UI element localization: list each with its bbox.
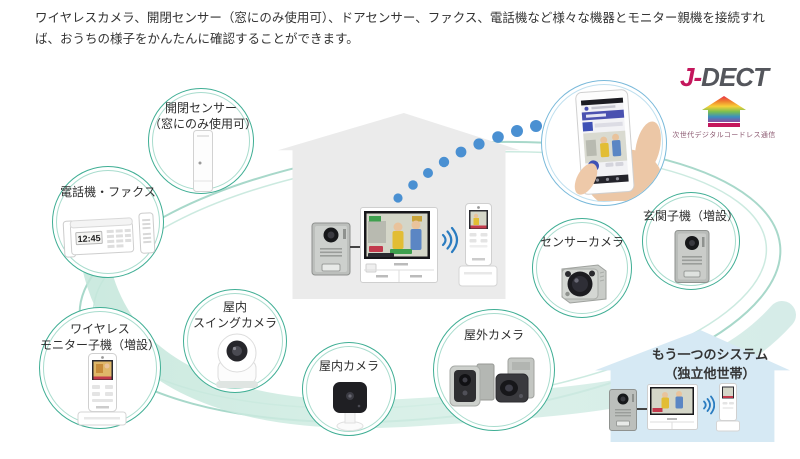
bubble-smartphone (541, 80, 667, 206)
other-monitor-image (647, 384, 698, 430)
indoor-camera-image (333, 382, 367, 431)
other-wifi-icon (703, 395, 715, 415)
indoor-camera-label: 屋内カメラ (318, 359, 379, 373)
main-door-station-image (311, 222, 351, 276)
other-cable (637, 408, 647, 410)
bubble-wireless-monitor: ワイヤレス モニター子機（増設） (39, 307, 161, 429)
entrance-station-image (674, 230, 710, 283)
wireless-monitor-label: ワイヤレス モニター子機（増設） (40, 322, 161, 352)
bubble-open-close-sensor: 開閉センサー （窓にのみ使用可） (148, 88, 258, 194)
main-handset-image (458, 203, 498, 287)
phone-fax-image: 12:45 (62, 212, 156, 258)
sensor-camera-image (561, 264, 607, 304)
indoor-swing-camera-image (216, 333, 258, 388)
main-monitor-image (360, 207, 438, 283)
fax-display: 12:45 (77, 233, 101, 244)
wireless-monitor-image (77, 353, 127, 426)
jdect-logo-caption: 次世代デジタルコードレス通信 (672, 132, 776, 139)
indoor-swing-camera-label: 屋内 スイングカメラ (192, 300, 277, 330)
wifi-waves-icon (441, 226, 459, 254)
jdect-logo-j: J- (680, 62, 702, 92)
outdoor-camera-label: 屋外カメラ (463, 328, 524, 342)
open-close-sensor-image (193, 130, 213, 192)
outdoor-camera-image (449, 357, 535, 407)
bubble-outdoor-camera: 屋外カメラ (433, 309, 555, 431)
door-station-cable (350, 246, 364, 248)
other-handset-image (716, 383, 740, 432)
bubble-indoor-camera: 屋内カメラ (302, 342, 396, 436)
description-text: ワイヤレスカメラ、開閉センサー（窓にのみ使用可）、ドアセンサー、ファクス、電話機… (35, 11, 765, 47)
jdect-logo-text: J-DECT (664, 64, 784, 90)
open-close-sensor-label: 開閉センサー （窓にのみ使用可） (149, 101, 258, 131)
smartphone-in-hand-image (574, 89, 662, 201)
jdect-rainbow-house-icon (702, 96, 746, 127)
bubble-entrance-station: 玄関子機（増設） (642, 192, 740, 290)
entrance-station-label: 玄関子機（増設） (643, 209, 740, 223)
bubble-sensor-camera: センサーカメラ (532, 218, 632, 318)
other-system-label: もう一つのシステム （独立他世帯） (651, 347, 769, 381)
bubble-phone-fax: 電話機・ファクス 12:45 (52, 166, 164, 278)
bubble-indoor-swing-camera: 屋内 スイングカメラ (183, 289, 287, 393)
phone-fax-label: 電話機・ファクス (60, 185, 156, 199)
jdect-logo: J-DECT 次世代デジタルコードレス通信 (664, 64, 784, 140)
sensor-camera-label: センサーカメラ (539, 235, 624, 249)
other-door-station-image (609, 389, 637, 431)
jdect-logo-dect: DECT (701, 62, 769, 92)
